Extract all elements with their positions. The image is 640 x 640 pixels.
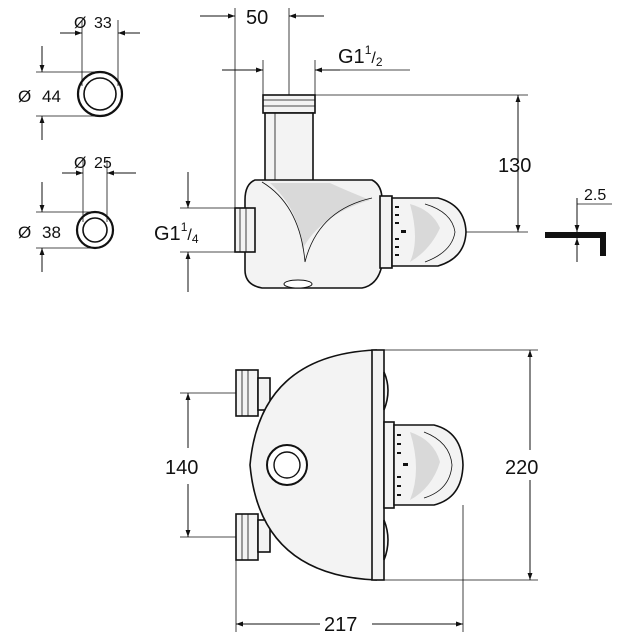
diameter-symbol-44: Ø — [18, 87, 31, 106]
dim-inner-diameter-33: 33 — [94, 15, 112, 32]
dim-line-140 — [180, 392, 236, 538]
dim-wall-thickness: 2.5 — [584, 187, 606, 204]
diameter-symbol-33: Ø — [74, 15, 86, 32]
dim-outer-diameter-38: 38 — [42, 223, 61, 242]
dim-line-220 — [376, 349, 538, 581]
diameter-symbol-38: Ø — [18, 223, 31, 242]
side-view — [234, 94, 467, 289]
dim-spacing-140: 140 — [165, 457, 198, 479]
dim-line-217 — [235, 505, 464, 632]
dim-line-inlet-thread — [180, 172, 235, 292]
pipe-section-44 — [36, 20, 140, 140]
wall-thickness-detail — [545, 198, 612, 262]
dim-inner-diameter-25: 25 — [94, 155, 112, 172]
front-view — [235, 349, 464, 581]
dim-outlet-thread: G11/2 — [338, 43, 383, 69]
dim-line-50 — [200, 8, 324, 208]
dim-line-outlet-thread — [222, 60, 410, 95]
dim-inlet-thread: G11/4 — [154, 220, 199, 246]
diameter-symbol-25: Ø — [74, 155, 86, 172]
dim-width-50: 50 — [246, 7, 268, 29]
dim-height-220: 220 — [505, 457, 538, 479]
dim-height-130: 130 — [498, 155, 531, 177]
dim-outer-diameter-44: 44 — [42, 87, 61, 106]
dim-line-130 — [315, 94, 528, 233]
pipe-section-38 — [36, 160, 136, 272]
dim-width-217: 217 — [324, 614, 357, 636]
